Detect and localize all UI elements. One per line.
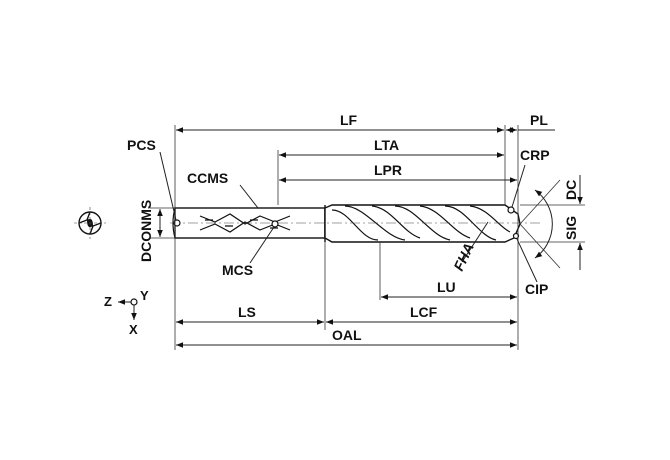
extension-lines	[174, 125, 585, 350]
label-dconms: DCONMS	[138, 200, 154, 262]
label-pl: PL	[530, 112, 548, 128]
label-lu: LU	[437, 279, 456, 295]
label-pcs: PCS	[127, 137, 156, 153]
crp-point	[507, 206, 515, 214]
dim-sig	[534, 189, 553, 259]
label-lpr: LPR	[374, 162, 402, 178]
mcs-leader	[249, 226, 275, 264]
label-mcs: MCS	[222, 262, 253, 278]
label-lf: LF	[340, 112, 358, 128]
crp-leader	[511, 164, 526, 208]
label-lta: LTA	[374, 137, 399, 153]
axis-origin	[130, 298, 138, 306]
label-crp: CRP	[520, 147, 550, 163]
fluted-body	[324, 204, 521, 243]
axis-z-label: Z	[104, 294, 112, 309]
cip-leader	[516, 238, 538, 283]
label-ccms: CCMS	[187, 170, 228, 186]
label-fha: FHA	[450, 240, 477, 273]
ccms-leader	[239, 184, 259, 209]
label-lcf: LCF	[410, 304, 438, 320]
axis-y-label: Y	[140, 288, 149, 303]
drill-body	[170, 204, 540, 243]
pcs-leader	[159, 151, 177, 221]
dimension-labels: LF PL PCS LTA CRP CCMS LPR DC DCONMS SIG…	[127, 112, 579, 343]
helical-flutes	[331, 205, 511, 241]
label-ls: LS	[238, 304, 256, 320]
axis-x-label: X	[129, 322, 138, 337]
axis-triad: Z Y X	[104, 288, 149, 337]
mcs-point	[271, 220, 279, 228]
end-view-icon	[74, 207, 106, 239]
fha-leader	[461, 221, 489, 263]
cip-point	[512, 232, 520, 240]
label-oal: OAL	[332, 327, 362, 343]
label-sig: SIG	[563, 216, 579, 240]
pcs-point	[173, 219, 181, 227]
label-dc: DC	[563, 180, 579, 200]
label-cip: CIP	[525, 281, 548, 297]
dimension-lines	[150, 127, 583, 348]
